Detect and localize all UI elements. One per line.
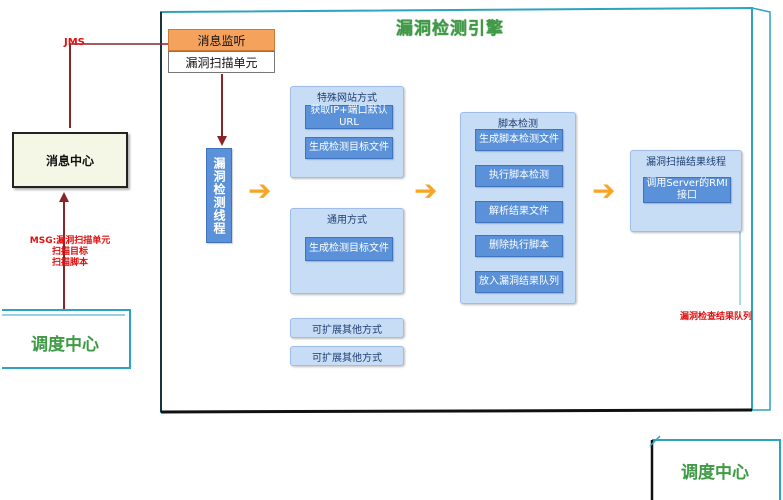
script-panel: 脚本检测 生成脚本检测文件 执行脚本检测 解析结果文件 删除执行脚本 放入漏洞结…	[460, 112, 576, 304]
msg-center-box[interactable]: 消息中心	[12, 132, 128, 188]
ext1-label: 可扩展其他方式	[312, 324, 382, 336]
msg-note-line1: MSG:漏洞扫描单元	[29, 236, 111, 246]
dispatch-left-frame	[2, 309, 131, 369]
unit-to-thread-arrow	[217, 74, 227, 146]
scan-thread-box[interactable]: 漏洞检测线程	[206, 148, 232, 243]
msg-note-line3: 扫描脚本	[51, 258, 88, 268]
special-panel: 特殊网站方式 获取IP+端口默认URL 生成检测目标文件	[290, 86, 404, 178]
script-step-2[interactable]: 执行脚本检测	[475, 165, 563, 187]
special-item1[interactable]: 获取IP+端口默认URL	[305, 105, 393, 129]
msg-note-line2: 扫描目标	[51, 247, 88, 257]
special-item2[interactable]: 生成检测目标文件	[305, 137, 393, 159]
dispatch-to-msg-arrow	[59, 192, 69, 310]
dispatch-bottom-label[interactable]: 调度中心	[681, 463, 749, 483]
generic-title: 通用方式	[327, 215, 367, 226]
msg-note: MSG:漏洞扫描单元 扫描目标 扫描脚本	[20, 236, 120, 269]
listen-box[interactable]: 消息监听	[168, 29, 275, 51]
scan-unit-box[interactable]: 漏洞扫描单元	[168, 51, 275, 73]
listen-label: 消息监听	[197, 33, 246, 48]
special-title: 特殊网站方式	[317, 93, 377, 104]
jms-label: JMS	[64, 37, 85, 48]
engine-frame	[160, 6, 771, 414]
msg-center-label: 消息中心	[45, 153, 94, 168]
script-step-5[interactable]: 放入漏洞结果队列	[475, 271, 563, 293]
generic-item1[interactable]: 生成检测目标文件	[305, 237, 393, 261]
engine-title: 漏洞检测引擎	[396, 19, 504, 39]
arrow-right-icon: ➔	[414, 174, 438, 207]
generic-panel: 通用方式 生成检测目标文件	[290, 208, 404, 294]
arrow-right-icon: ➔	[248, 174, 272, 207]
dispatch-bottom-frame	[649, 435, 781, 500]
ext1-box[interactable]: 可扩展其他方式	[290, 318, 404, 338]
queue-label: 漏洞检查结果队列	[680, 312, 753, 322]
script-step-1[interactable]: 生成脚本检测文件	[475, 129, 563, 151]
result-thread-item[interactable]: 调用Server的RMI接口	[643, 177, 731, 203]
ext2-label: 可扩展其他方式	[312, 352, 382, 364]
script-step-4[interactable]: 删除执行脚本	[475, 235, 563, 257]
result-thread-panel: 漏洞扫描结果线程 调用Server的RMI接口	[630, 150, 742, 232]
script-step-3[interactable]: 解析结果文件	[475, 201, 563, 223]
ext2-box[interactable]: 可扩展其他方式	[290, 346, 404, 366]
result-thread-title: 漏洞扫描结果线程	[646, 157, 726, 168]
dispatch-left-label[interactable]: 调度中心	[31, 335, 99, 355]
arrow-right-icon: ➔	[592, 174, 616, 207]
jms-connector	[69, 43, 168, 128]
script-title: 脚本检测	[498, 119, 538, 130]
scan-unit-label: 漏洞扫描单元	[185, 55, 258, 70]
